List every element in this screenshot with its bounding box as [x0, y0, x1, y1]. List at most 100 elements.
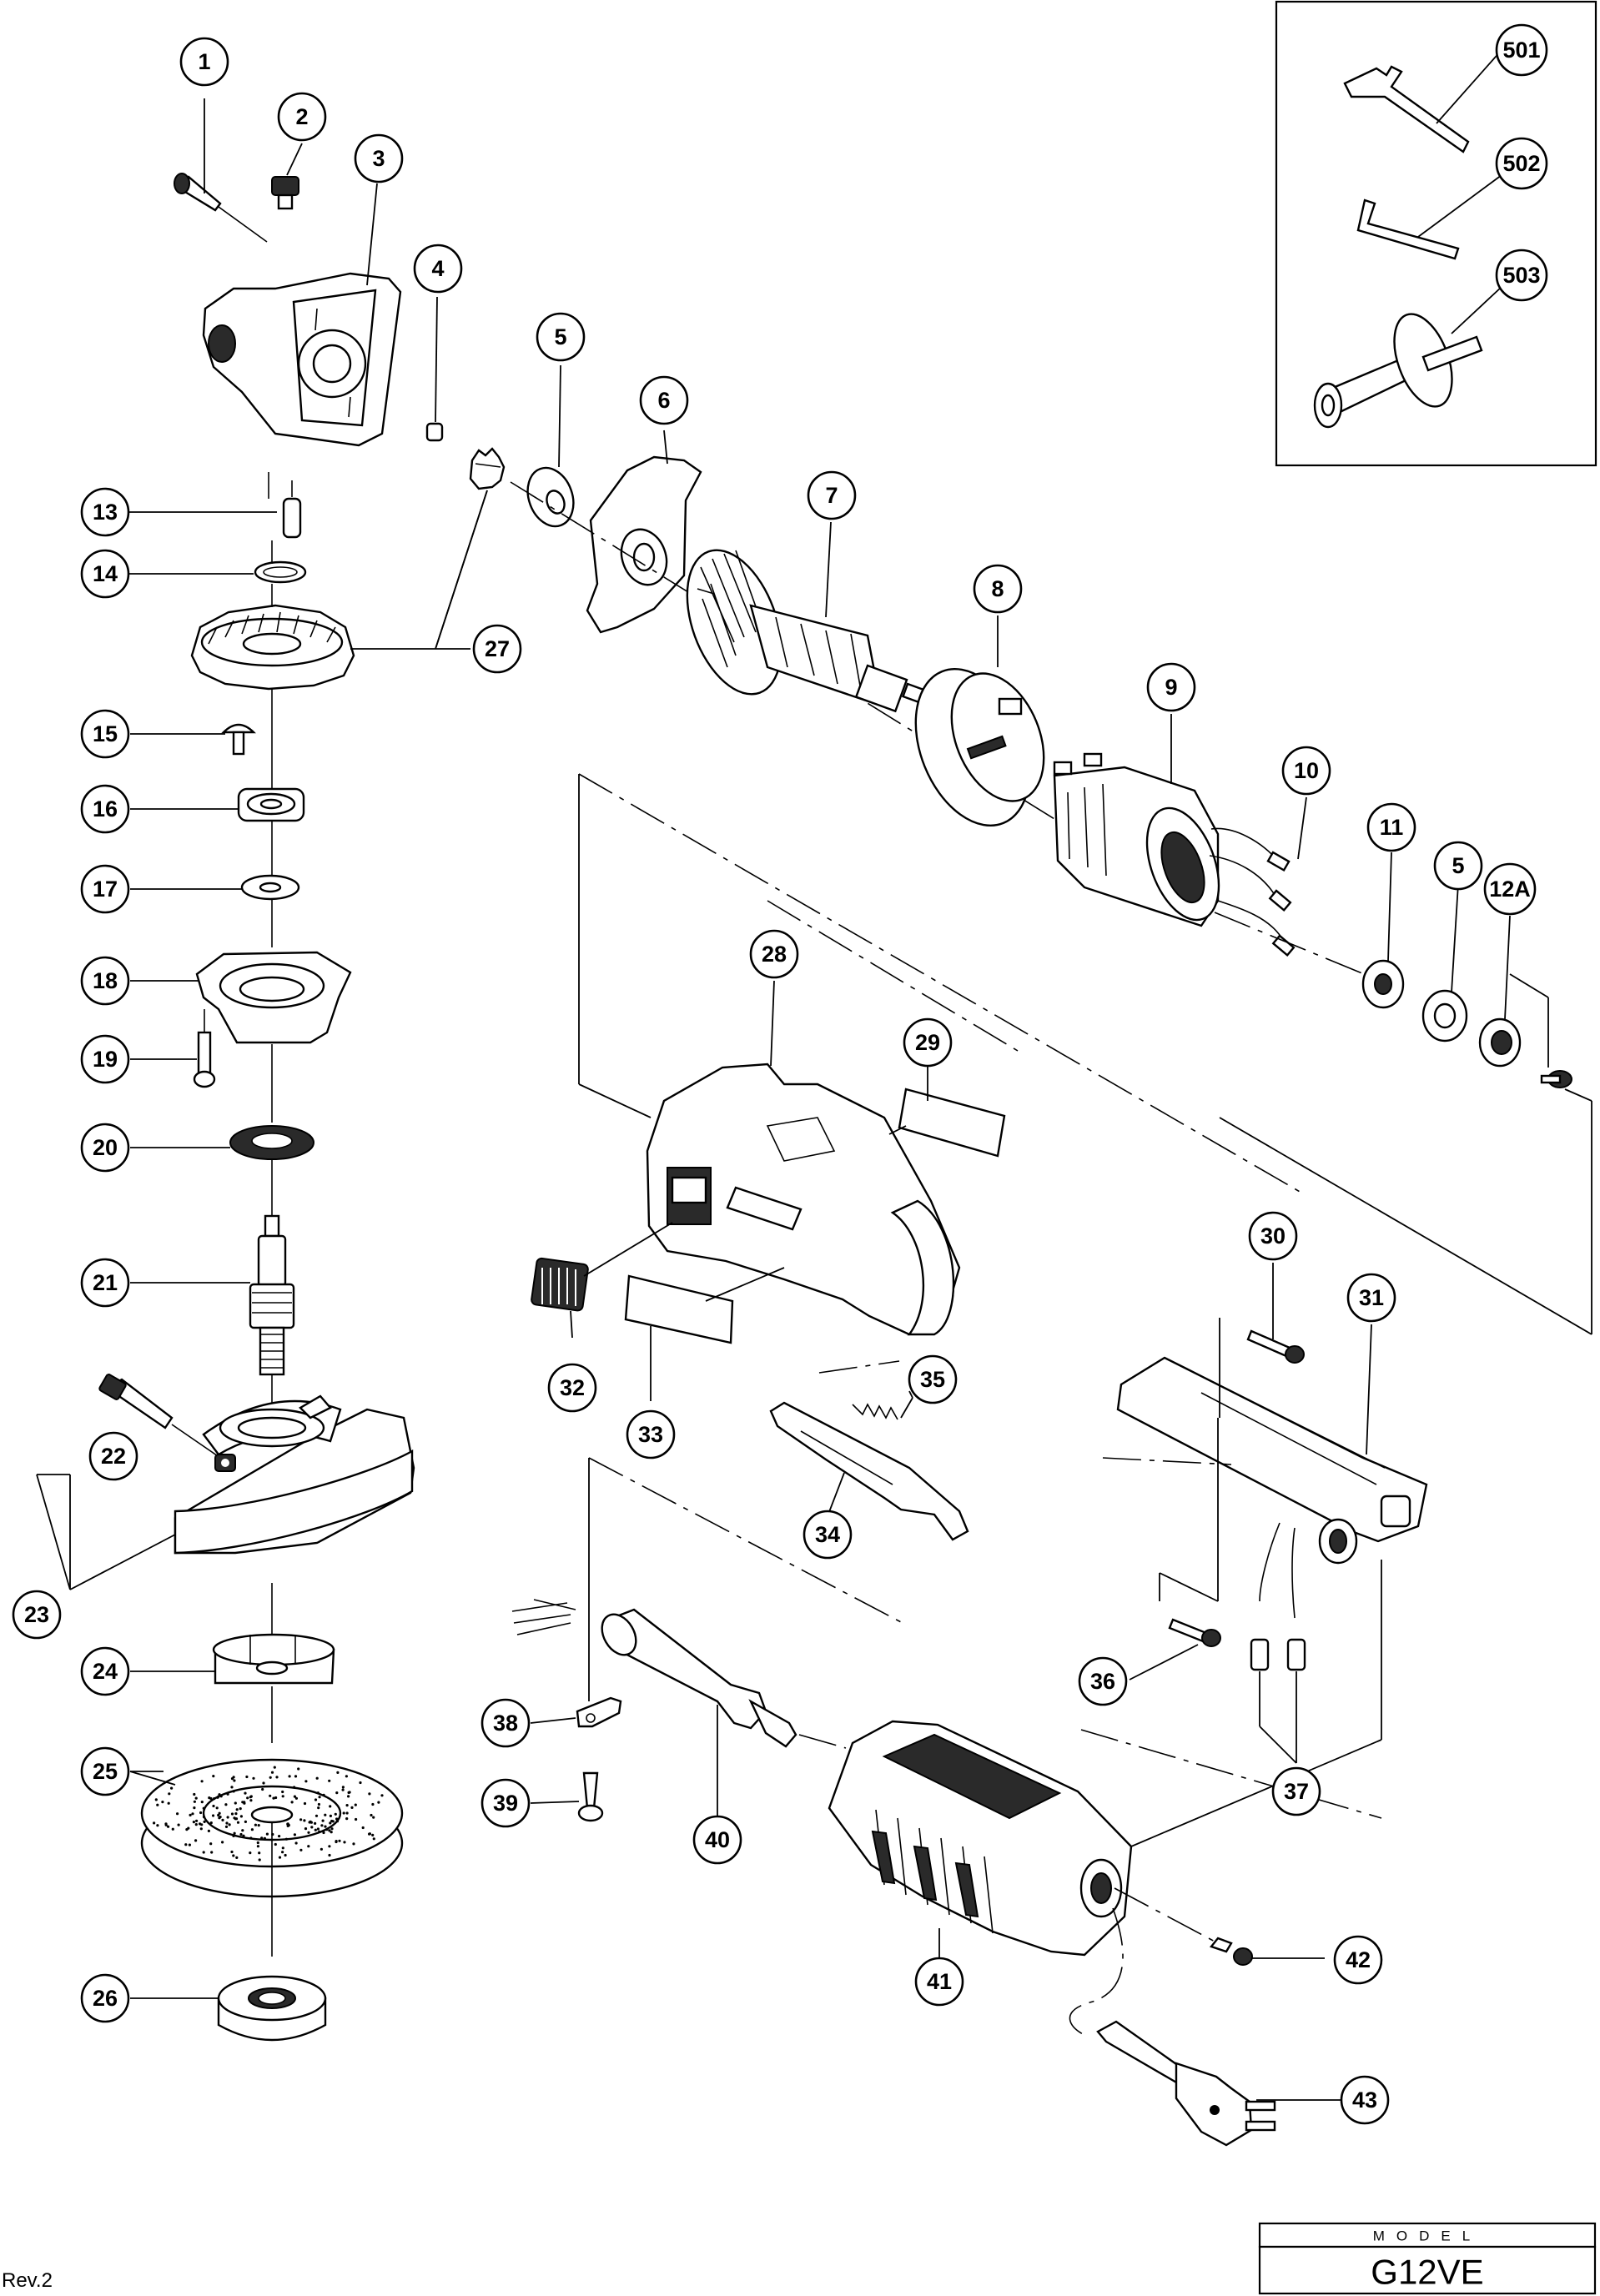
callout-6-label: 6	[657, 388, 670, 413]
callout-11-balloon	[1366, 802, 1416, 852]
callout-29-label: 29	[915, 1030, 940, 1055]
grinding-wheel-icon	[129, 1758, 404, 1898]
callout-16: 16	[80, 784, 130, 834]
callout-9-balloon	[1146, 662, 1196, 712]
callout-6: 6	[639, 375, 689, 425]
callout-27: 27	[472, 624, 522, 674]
callout-19: 19	[80, 1034, 130, 1084]
power-plug-icon	[1096, 2020, 1343, 2147]
callout-5b: 5	[1433, 841, 1483, 891]
callout-9-label: 9	[1165, 675, 1177, 700]
machine-screw-icon	[130, 1009, 216, 1088]
callout-41: 41	[914, 1957, 964, 2007]
callout-5-label: 5	[554, 324, 566, 349]
callout-21-balloon	[80, 1258, 130, 1308]
wheel-washer-icon	[130, 1633, 335, 1685]
switch-knob-icon	[531, 1222, 673, 1339]
pinion-gear-icon	[469, 447, 506, 490]
bearing-cover-icon	[1361, 852, 1405, 1009]
callout-1-balloon	[179, 37, 229, 87]
tail-cover-icon	[828, 1720, 1133, 1975]
model-number: G12VE	[1371, 2253, 1483, 2292]
callout-501-label: 501	[1502, 38, 1540, 63]
callout-1: 1	[179, 37, 229, 87]
cord-clip-icon	[530, 1696, 622, 1728]
callout-4: 4	[413, 244, 463, 294]
callout-29-balloon	[903, 1017, 953, 1068]
callout-22: 22	[88, 1431, 138, 1481]
callout-503: 503	[1495, 249, 1548, 302]
gear-housing-assembly	[36, 98, 506, 2042]
callout-36-label: 36	[1090, 1669, 1115, 1694]
callout-26: 26	[80, 1973, 130, 2023]
callout-28-balloon	[749, 929, 799, 979]
callout-22-label: 22	[101, 1444, 126, 1469]
gear-cover-icon	[202, 183, 402, 447]
callout-14-label: 14	[93, 561, 118, 586]
revision-label: Rev.2	[2, 2269, 53, 2292]
callout-31-balloon	[1346, 1273, 1396, 1323]
callout-39-label: 39	[493, 1791, 518, 1816]
housing-assembly	[531, 773, 1428, 1764]
cord-armor-icon	[511, 1599, 797, 1838]
grinding-wheel-texture	[153, 1766, 384, 1861]
callout-32-balloon	[547, 1363, 597, 1413]
callout-28: 28	[749, 929, 799, 979]
callout-24-balloon	[80, 1646, 130, 1696]
hex-nut-icon	[425, 296, 444, 442]
callout-17-balloon	[80, 864, 130, 914]
callout-11-label: 11	[1380, 815, 1404, 840]
callout-15-label: 15	[93, 721, 118, 746]
callout-18-label: 18	[93, 968, 118, 993]
callout-18-balloon	[80, 956, 130, 1006]
callout-32-label: 32	[560, 1375, 585, 1400]
model-heading: MODEL	[1373, 2228, 1482, 2244]
callout-2-balloon	[277, 92, 327, 142]
callout-37: 37	[1271, 1766, 1321, 1816]
callout-3-balloon	[354, 133, 404, 183]
callout-32: 32	[547, 1363, 597, 1413]
callout-18: 18	[80, 956, 130, 1006]
baffle-plate-icon	[586, 430, 702, 634]
ball-bearing-icon	[526, 364, 575, 528]
callout-501: 501	[1495, 23, 1548, 77]
model-box: MODEL G12VE	[1258, 2222, 1597, 2295]
motor-housing-icon	[646, 980, 961, 1336]
callout-8-balloon	[973, 564, 1023, 614]
callout-30: 30	[1248, 1211, 1298, 1261]
callout-24: 24	[80, 1646, 130, 1696]
callout-503-balloon	[1495, 249, 1548, 302]
callout-10-label: 10	[1294, 758, 1319, 783]
callout-3-label: 3	[372, 146, 385, 171]
callout-30-balloon	[1248, 1211, 1298, 1261]
callout-502-balloon	[1495, 137, 1548, 190]
callout-17-label: 17	[93, 877, 118, 902]
callout-34-balloon	[803, 1510, 853, 1560]
ball-bearing-icon	[1421, 883, 1468, 1042]
callout-28-label: 28	[762, 942, 787, 967]
callout-38-label: 38	[493, 1711, 518, 1736]
spring-icon	[852, 1390, 913, 1420]
callout-26-label: 26	[93, 1986, 118, 2011]
callout-24-label: 24	[93, 1659, 118, 1684]
hex-key-icon	[1356, 174, 1502, 260]
callout-1-label: 1	[198, 49, 210, 74]
retaining-ring-icon	[105, 540, 307, 584]
hex-bolt-icon	[98, 1374, 226, 1462]
callout-37-label: 37	[1284, 1779, 1309, 1804]
callout-7-balloon	[807, 470, 857, 520]
wire-connector-icon	[1250, 1638, 1306, 1764]
callout-501-balloon	[1495, 23, 1548, 77]
callout-7: 7	[807, 470, 857, 520]
callout-36-balloon	[1078, 1656, 1128, 1706]
tapping-screw-icon	[530, 1771, 604, 1822]
motor-assembly	[510, 364, 1592, 1335]
callout-15: 15	[80, 709, 130, 759]
callout-5: 5	[536, 312, 586, 362]
callout-8: 8	[973, 564, 1023, 614]
bearing-holder-icon	[130, 951, 352, 1044]
callout-43-balloon	[1340, 2075, 1390, 2125]
callout-34-label: 34	[815, 1522, 840, 1547]
callout-35-label: 35	[920, 1367, 945, 1392]
callout-31: 31	[1346, 1273, 1396, 1323]
